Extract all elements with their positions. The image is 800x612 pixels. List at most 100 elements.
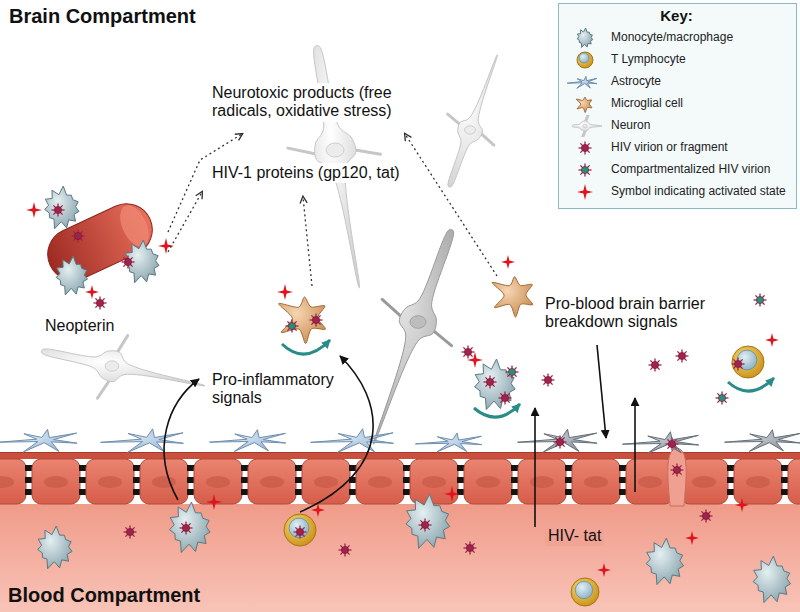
endothelial-cell — [86, 459, 134, 504]
activated-star — [26, 202, 42, 218]
monocyte-cell — [475, 359, 516, 409]
neuron-cell — [42, 349, 205, 386]
compartmentalized-virion — [754, 294, 767, 307]
hiv-virion — [579, 142, 592, 155]
blood-band: Blood Compartment — [0, 452, 800, 612]
virion-core — [544, 376, 551, 383]
region-title: Brain Compartment — [6, 4, 199, 29]
virion-core — [734, 360, 741, 367]
endothelial-nucleus — [368, 476, 392, 488]
dotted-arrow — [168, 192, 202, 252]
neuron-nucleus — [583, 124, 588, 128]
monocyte-cell — [753, 556, 790, 603]
virion-core — [486, 378, 493, 385]
virion-core — [464, 348, 471, 355]
astrocyte-cell — [0, 429, 77, 452]
neuron-nucleus — [465, 126, 476, 134]
hiv-virion — [671, 464, 684, 477]
blood-ground — [0, 504, 800, 612]
legend-row: Symbol indicating activated state — [565, 181, 788, 203]
virion-core — [581, 166, 588, 173]
hiv-virion — [484, 376, 497, 389]
endothelial-cell — [572, 459, 620, 504]
virion-core — [296, 528, 303, 535]
hiv-virion — [462, 346, 475, 359]
endothelial-nucleus — [746, 476, 770, 488]
legend-icon — [565, 93, 605, 115]
hiv-virion — [676, 350, 689, 363]
cell-layer — [26, 186, 791, 606]
signal-arrow — [164, 379, 199, 500]
endothelial-nucleus — [98, 476, 122, 488]
virion-core — [312, 316, 319, 323]
microglial-cell — [492, 277, 533, 317]
virion-core — [668, 440, 675, 447]
activated-star — [85, 285, 99, 299]
virion-core — [702, 512, 709, 519]
endothelial-cell — [464, 459, 512, 504]
endothelial-nucleus — [422, 476, 446, 488]
virion-core — [182, 524, 189, 531]
virion-core — [54, 206, 61, 213]
neuron-cell — [572, 121, 602, 131]
hiv-virion — [542, 374, 555, 387]
endothelial-nucleus — [692, 476, 716, 488]
cycle-arrow — [282, 340, 330, 354]
virion-core — [581, 144, 588, 151]
activated-star — [444, 486, 460, 502]
virion-core — [678, 352, 685, 359]
activated-star — [501, 255, 515, 269]
endothelial-nucleus — [476, 476, 500, 488]
neuron-nucleus — [105, 361, 119, 372]
transmigrating-cell — [668, 448, 686, 506]
neuron-cell — [448, 55, 498, 187]
virion-core — [74, 232, 81, 239]
endothelial-cell — [518, 459, 566, 504]
endothelial-nucleus — [260, 476, 284, 488]
activated-star — [685, 531, 699, 545]
virion-core — [556, 438, 563, 445]
t-lymphocyte — [571, 578, 599, 606]
hiv-virion — [72, 230, 85, 243]
blood-layer — [0, 448, 800, 612]
astrocyte-cell — [567, 76, 597, 88]
t-lymphocyte — [284, 514, 316, 546]
legend-text: HIV virion or fragment — [611, 141, 728, 155]
astrocyte-cell — [101, 429, 184, 453]
virion-core — [124, 258, 131, 265]
blood-vessel — [39, 195, 161, 289]
activated-star — [206, 494, 222, 510]
legend-icon — [565, 27, 605, 49]
legend-text: T Lymphocyte — [611, 53, 686, 67]
neuron-nucleus — [410, 316, 426, 329]
legend-icon — [565, 115, 605, 137]
endothelial-cell — [356, 459, 404, 504]
activated-star — [277, 284, 293, 300]
hiv-virion — [52, 204, 65, 217]
monocyte-cell — [125, 240, 159, 283]
legend-icon — [565, 159, 605, 181]
legend-row: Astrocyte — [565, 71, 788, 93]
virion-core — [126, 528, 133, 535]
legend-row: Neuron — [565, 115, 788, 137]
hiv-virion — [666, 438, 679, 451]
endothelial-cell — [140, 459, 188, 504]
endothelial-nucleus — [0, 476, 14, 488]
endothelial-cell — [410, 459, 458, 504]
virion-core — [96, 299, 103, 306]
hiv-virion — [310, 314, 323, 327]
virion-core — [288, 322, 295, 329]
endothelial-cell — [32, 459, 80, 504]
hiv-virion — [122, 256, 135, 269]
legend-row: Compartmentalized HIV virion — [565, 159, 788, 181]
virion-core — [756, 296, 763, 303]
legend-icon — [565, 71, 605, 93]
hiv-virion — [294, 526, 307, 539]
hiv-virion — [499, 392, 512, 405]
monocyte-cell — [406, 494, 450, 548]
endothelial-nucleus — [206, 476, 230, 488]
legend-text: Astrocyte — [611, 75, 661, 89]
marker-label: Neopterin — [42, 316, 117, 336]
dotted-arrow — [405, 134, 497, 276]
dotted-arrow — [303, 197, 312, 286]
